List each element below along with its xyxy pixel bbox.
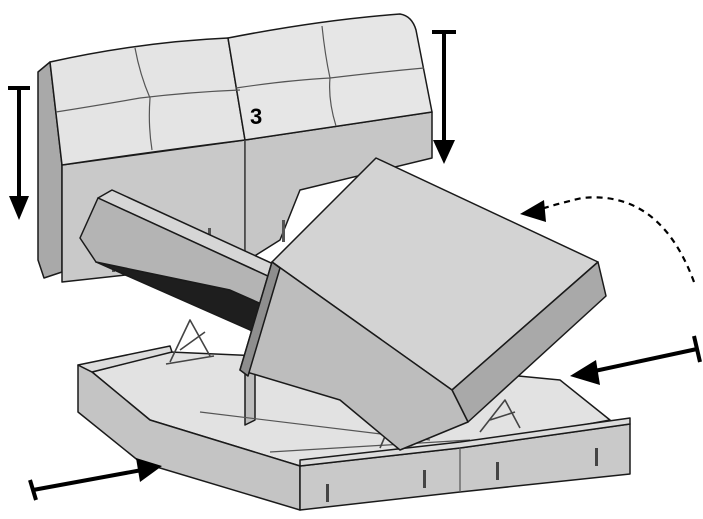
insert-arrow-icon bbox=[570, 335, 702, 385]
down-arrow-icon bbox=[432, 30, 456, 164]
cushion-seams bbox=[55, 25, 425, 151]
base-top-rim bbox=[77, 345, 173, 373]
base-slots bbox=[326, 448, 598, 502]
step-number: 3 bbox=[250, 104, 262, 129]
right-lift-platform bbox=[239, 157, 607, 451]
right-platform-left-face bbox=[239, 261, 281, 377]
right-lift-mechanism bbox=[479, 399, 521, 433]
divider-line-2 bbox=[269, 439, 471, 453]
insert-arrow-icon bbox=[28, 458, 162, 501]
curved-dashed-arrow-icon bbox=[520, 196, 696, 283]
down-arrow-icon bbox=[8, 86, 30, 220]
base-front-rim bbox=[299, 417, 631, 467]
